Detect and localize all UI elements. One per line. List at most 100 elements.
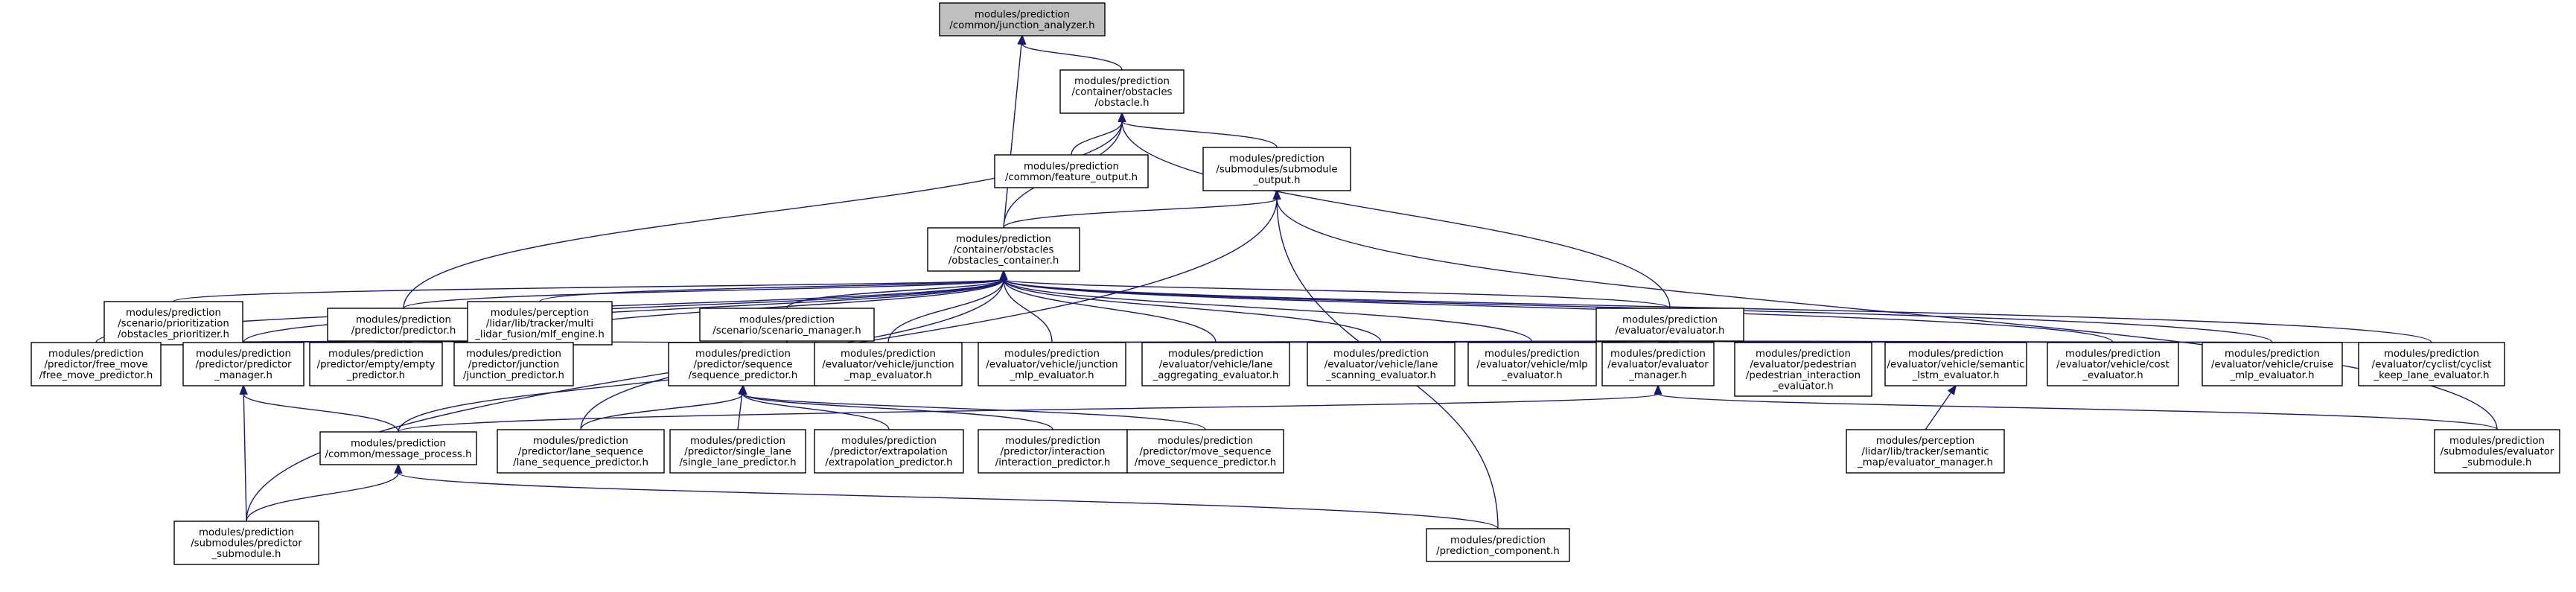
node-label-line: /evaluator/vehicle/lane <box>1159 360 1273 371</box>
dependency-edge <box>739 384 1206 430</box>
file-node[interactable]: modules/prediction/submodules/predictor_… <box>173 521 319 565</box>
file-node[interactable]: modules/prediction/predictor/empty/empty… <box>309 342 443 386</box>
file-node[interactable]: modules/prediction/evaluator/vehicle/cos… <box>2047 342 2179 386</box>
file-node[interactable]: modules/prediction/container/obstacles/o… <box>927 227 1080 272</box>
file-node[interactable]: modules/prediction/evaluator/cyclist/cyc… <box>2358 342 2505 386</box>
dependency-edge <box>999 270 1533 343</box>
edge-arrowhead <box>1272 189 1281 200</box>
node-box <box>1126 429 1284 474</box>
node-label-line: modules/prediction <box>2384 348 2479 360</box>
file-node[interactable]: modules/prediction/predictor/lane_sequen… <box>497 429 665 474</box>
file-node[interactable]: modules/prediction/scenario/prioritizati… <box>103 301 243 346</box>
node-label-line: modules/prediction <box>1074 76 1170 87</box>
edge-line <box>742 393 890 430</box>
file-node[interactable]: modules/perception/lidar/lib/tracker/mul… <box>467 301 613 346</box>
file-node[interactable]: modules/prediction/predictor/interaction… <box>978 429 1128 474</box>
node-box <box>1734 342 1872 397</box>
dependency-edge <box>1272 189 2498 430</box>
node-label-line: /common/message_process.h <box>325 449 471 460</box>
node-label-line: /evaluator/vehicle/junction <box>986 360 1118 371</box>
node-label-line: /predictor/move_sequence <box>1140 447 1272 458</box>
file-node[interactable]: modules/prediction/evaluator/vehicle/lan… <box>1307 342 1456 386</box>
node-label-line: /obstacles_container.h <box>949 255 1059 267</box>
node-label-line: modules/prediction <box>196 348 291 360</box>
node-box <box>182 342 305 386</box>
node-box <box>2358 342 2505 386</box>
node-label-line: /evaluator/vehicle/mlp <box>1476 360 1587 371</box>
file-node[interactable]: modules/prediction/predictor/predictor_m… <box>182 342 305 386</box>
file-node[interactable]: modules/prediction/predictor/move_sequen… <box>1126 429 1284 474</box>
file-node[interactable]: modules/prediction/predictor/extrapolati… <box>814 429 964 474</box>
file-node[interactable]: modules/prediction/evaluator/pedestrian/… <box>1734 342 1872 397</box>
file-node[interactable]: modules/prediction/evaluator/vehicle/sem… <box>1884 342 2027 386</box>
node-label-line: /obstacles_prioritizer.h <box>118 329 229 340</box>
file-node[interactable]: modules/prediction/predictor/predictor.h <box>327 308 480 342</box>
dependency-edge <box>1003 189 1281 229</box>
node-label-line: modules/prediction <box>956 234 1051 245</box>
node-box <box>927 227 1080 272</box>
node-label-line: modules/prediction <box>356 314 451 325</box>
node-box <box>1601 342 1715 386</box>
node-label-line: _aggregating_evaluator.h <box>1152 370 1279 381</box>
file-node[interactable]: modules/prediction/common/feature_output… <box>994 154 1149 188</box>
file-node[interactable]: modules/prediction/submodules/submodule_… <box>1202 147 1351 191</box>
file-node[interactable]: modules/prediction/evaluator/vehicle/jun… <box>814 342 963 386</box>
node-label-line: /lane_sequence_predictor.h <box>513 457 648 468</box>
node-box <box>668 342 818 386</box>
node-label-line: modules/prediction <box>739 314 835 325</box>
edge-line <box>1003 279 1533 343</box>
node-label-line: /predictor/extrapolation <box>830 447 948 458</box>
edge-line <box>1003 198 1278 229</box>
file-node[interactable]: modules/perception/lidar/lib/tracker/sem… <box>1846 429 2005 474</box>
node-label-line: modules/prediction <box>1004 348 1100 360</box>
node-box <box>939 2 1106 36</box>
node-label-line: modules/prediction <box>1333 348 1429 360</box>
node-label-line: _manager.h <box>214 370 272 381</box>
node-label-line: _evaluator.h <box>1772 381 1833 392</box>
node-label-line: /interaction_predictor.h <box>995 457 1111 468</box>
node-label-line: modules/prediction <box>2225 348 2320 360</box>
file-node[interactable]: modules/prediction/evaluator/evaluator_m… <box>1601 342 1715 386</box>
edge-arrowhead <box>739 384 747 395</box>
edge-arrowhead <box>999 270 1008 280</box>
file-node[interactable]: modules/prediction/evaluator/evaluator.h <box>1595 308 1744 342</box>
file-node[interactable]: modules/prediction/evaluator/vehicle/lan… <box>1141 342 1290 386</box>
node-label-line: /predictor/lane_sequence <box>518 447 643 458</box>
file-node[interactable]: modules/prediction/evaluator/vehicle/cru… <box>2202 342 2343 386</box>
file-node[interactable]: modules/prediction/container/obstacles/o… <box>1059 69 1185 114</box>
node-label-line: modules/prediction <box>1158 436 1253 447</box>
file-node[interactable]: modules/prediction/scenario/scenario_man… <box>699 308 875 342</box>
file-node[interactable]: modules/prediction/common/message_proces… <box>319 431 477 465</box>
root-file-node[interactable]: modules/prediction/common/junction_analy… <box>939 2 1106 36</box>
edge-line <box>243 279 1004 343</box>
node-box <box>2047 342 2179 386</box>
node-label-line: _lstm_evaluator.h <box>1912 370 2000 381</box>
node-label-line: /evaluator/cyclist/cyclist <box>2372 360 2492 371</box>
edge-line <box>1021 43 1123 71</box>
file-node[interactable]: modules/prediction/evaluator/vehicle/jun… <box>978 342 1126 386</box>
node-label-line: /submodules/predictor <box>191 538 302 550</box>
dependency-edge <box>999 270 1217 343</box>
file-node[interactable]: modules/prediction/predictor/sequence/se… <box>668 342 818 386</box>
dependency-edge <box>999 270 1671 309</box>
file-node[interactable]: modules/prediction/predictor/junction/ju… <box>453 342 574 386</box>
file-node[interactable]: modules/prediction/submodules/evaluator_… <box>2434 429 2560 474</box>
node-label-line: modules/prediction <box>48 348 144 360</box>
file-node[interactable]: modules/prediction/evaluator/vehicle/mlp… <box>1467 342 1597 386</box>
node-label-line: /predictor/junction <box>468 360 559 371</box>
node-box <box>1467 342 1597 386</box>
node-label-line: modules/prediction <box>1168 348 1263 360</box>
file-node[interactable]: modules/prediction/predictor/free_move/f… <box>31 342 162 386</box>
edge-line <box>887 279 1004 343</box>
edge-line <box>1003 43 1022 229</box>
node-label-line: _map_evaluator.h <box>844 370 932 381</box>
file-node[interactable]: modules/prediction/prediction_component.… <box>1426 528 1570 562</box>
file-node[interactable]: modules/prediction/predictor/single_lane… <box>669 429 806 474</box>
edge-line <box>246 472 399 522</box>
node-label-line: _submodule.h <box>2462 457 2532 468</box>
edge-line <box>243 393 247 522</box>
edge-arrowhead <box>1654 384 1662 395</box>
dependency-edge <box>1925 384 1957 430</box>
node-label-line: /submodules/submodule <box>1216 165 1337 176</box>
node-box <box>309 342 443 386</box>
